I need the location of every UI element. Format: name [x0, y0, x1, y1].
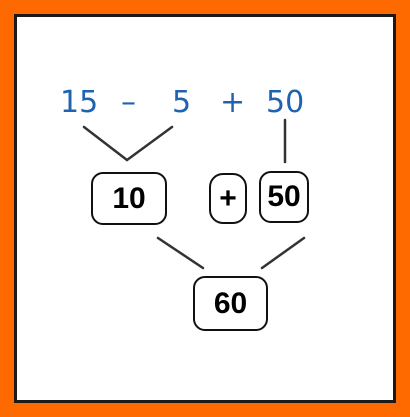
connector-10-to-60 — [156, 236, 205, 270]
expr-number-5: 5 — [172, 85, 192, 120]
expr-number-50: 50 — [266, 85, 305, 120]
connector-50-to-60 — [260, 236, 306, 270]
expr-number-15: 15 — [60, 85, 99, 120]
worksheet-panel — [14, 14, 396, 403]
operand-box-50-label: 50 — [267, 180, 301, 213]
result-box-10: 10 — [91, 172, 167, 225]
operator-box-plus: + — [209, 173, 247, 224]
result-box-10-label: 10 — [112, 181, 146, 215]
expr-minus-sign: – — [121, 85, 136, 120]
final-result-box-60-label: 60 — [213, 286, 248, 320]
operator-box-label: + — [219, 181, 237, 215]
connector-5-to-10 — [125, 125, 174, 162]
operand-box-50: 50 — [259, 171, 309, 223]
connector-15-to-10 — [82, 125, 129, 162]
final-result-box-60: 60 — [193, 276, 268, 331]
expr-plus-sign: + — [220, 85, 246, 120]
